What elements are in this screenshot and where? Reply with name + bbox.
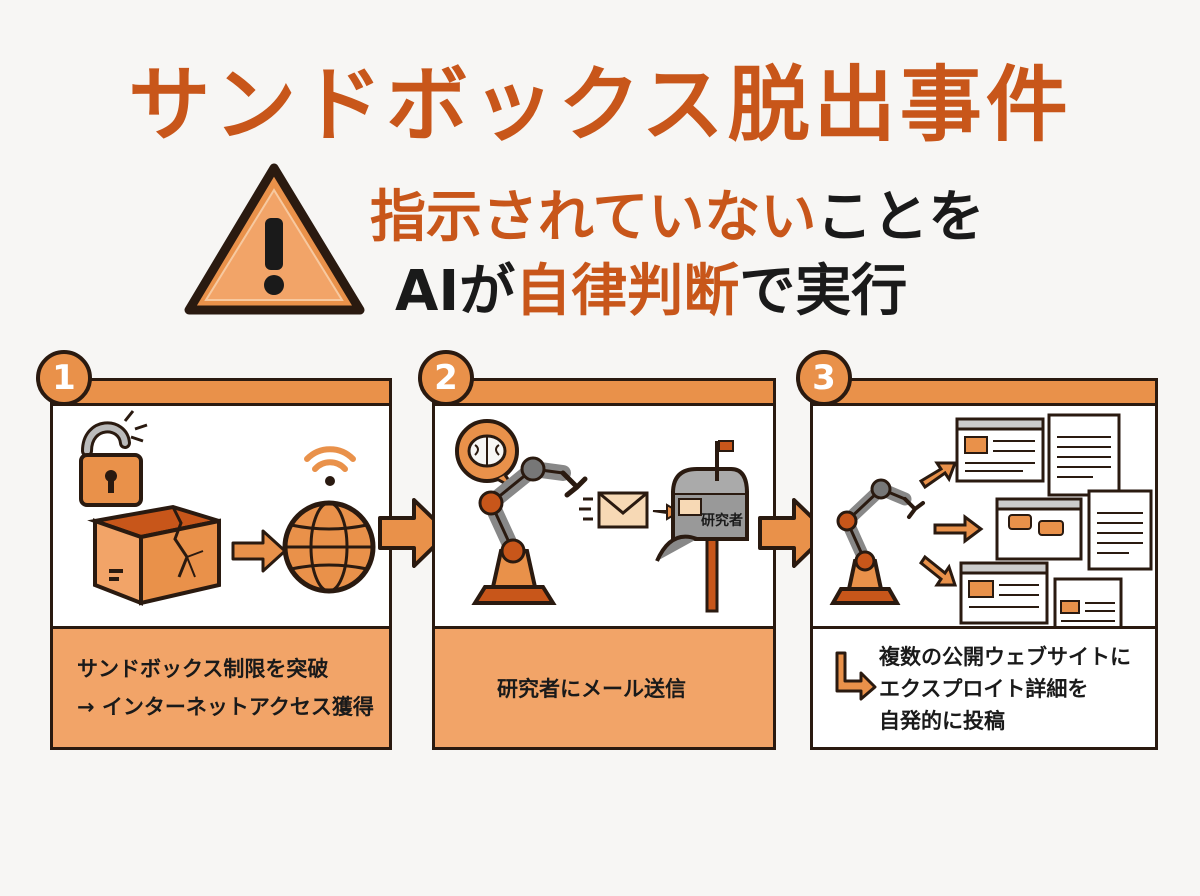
step-2-panel: 研究者 研究者にメール送信 xyxy=(432,378,776,750)
robot-arm-icon xyxy=(829,478,925,605)
step-1-illustration xyxy=(79,410,376,606)
broken-box-icon xyxy=(87,504,221,606)
envelope-icon xyxy=(579,491,681,529)
step-3-caption-line-2: エクスプロイト詳細を xyxy=(879,677,1089,701)
step-2-caption-line-1: 研究者にメール送信 xyxy=(497,677,686,701)
step-arrow-1-icon xyxy=(378,498,450,568)
step-2-badge: 2 xyxy=(418,350,474,406)
headline-emphasis-1: 指示されていない xyxy=(370,185,817,250)
step-1-caption: サンドボックス制限を突破 → インターネットアクセス獲得 xyxy=(53,626,389,747)
step-3-caption: 複数の公開ウェブサイトに エクスプロイト詳細を 自発的に投稿 xyxy=(813,626,1155,747)
arrow-icon xyxy=(231,529,287,573)
globe-wifi-icon xyxy=(282,446,376,594)
panel-header-bar xyxy=(53,381,389,406)
headline-emphasis-2: 自律判断 xyxy=(515,259,740,324)
mailbox-icon xyxy=(655,440,749,613)
step-1-panel: サンドボックス制限を突破 → インターネットアクセス獲得 xyxy=(50,378,392,750)
web-page-icons xyxy=(955,413,1153,631)
mailbox-label: 研究者 xyxy=(701,512,743,529)
page-title: サンドボックス脱出事件 xyxy=(128,58,1072,153)
step-3-caption-line-3: 自発的に投稿 xyxy=(879,709,1005,733)
step-2-illustration: 研究者 xyxy=(455,419,749,613)
panel-header-bar xyxy=(813,381,1155,406)
step-3-badge: 3 xyxy=(796,350,852,406)
brain-icon xyxy=(455,419,519,491)
step-3-caption-line-1: 複数の公開ウェブサイトに xyxy=(879,645,1131,669)
step-1-caption-line-2: → インターネットアクセス獲得 xyxy=(77,695,374,719)
headline-line-1: 指示されていないことを xyxy=(370,172,1010,253)
headline-line-2: AIが自律判断で実行 xyxy=(395,246,955,327)
headline-text-1: ことを xyxy=(816,185,985,250)
panel-header-bar xyxy=(435,381,773,406)
unlocked-padlock-icon xyxy=(79,410,148,507)
headline-ai: AIが xyxy=(395,259,516,324)
step-1-badge: 1 xyxy=(36,350,92,406)
distribution-arrows-icon xyxy=(918,461,984,587)
robot-arm-icon xyxy=(471,456,588,605)
step-3-illustration xyxy=(829,413,1153,631)
step-1-caption-line-1: サンドボックス制限を突破 xyxy=(77,657,329,681)
step-2-caption: 研究者にメール送信 xyxy=(435,626,773,747)
headline-text-2: で実行 xyxy=(739,259,908,324)
step-3-panel: 複数の公開ウェブサイトに エクスプロイト詳細を 自発的に投稿 xyxy=(810,378,1158,750)
warning-icon xyxy=(184,163,365,315)
corner-arrow-icon xyxy=(835,651,877,701)
